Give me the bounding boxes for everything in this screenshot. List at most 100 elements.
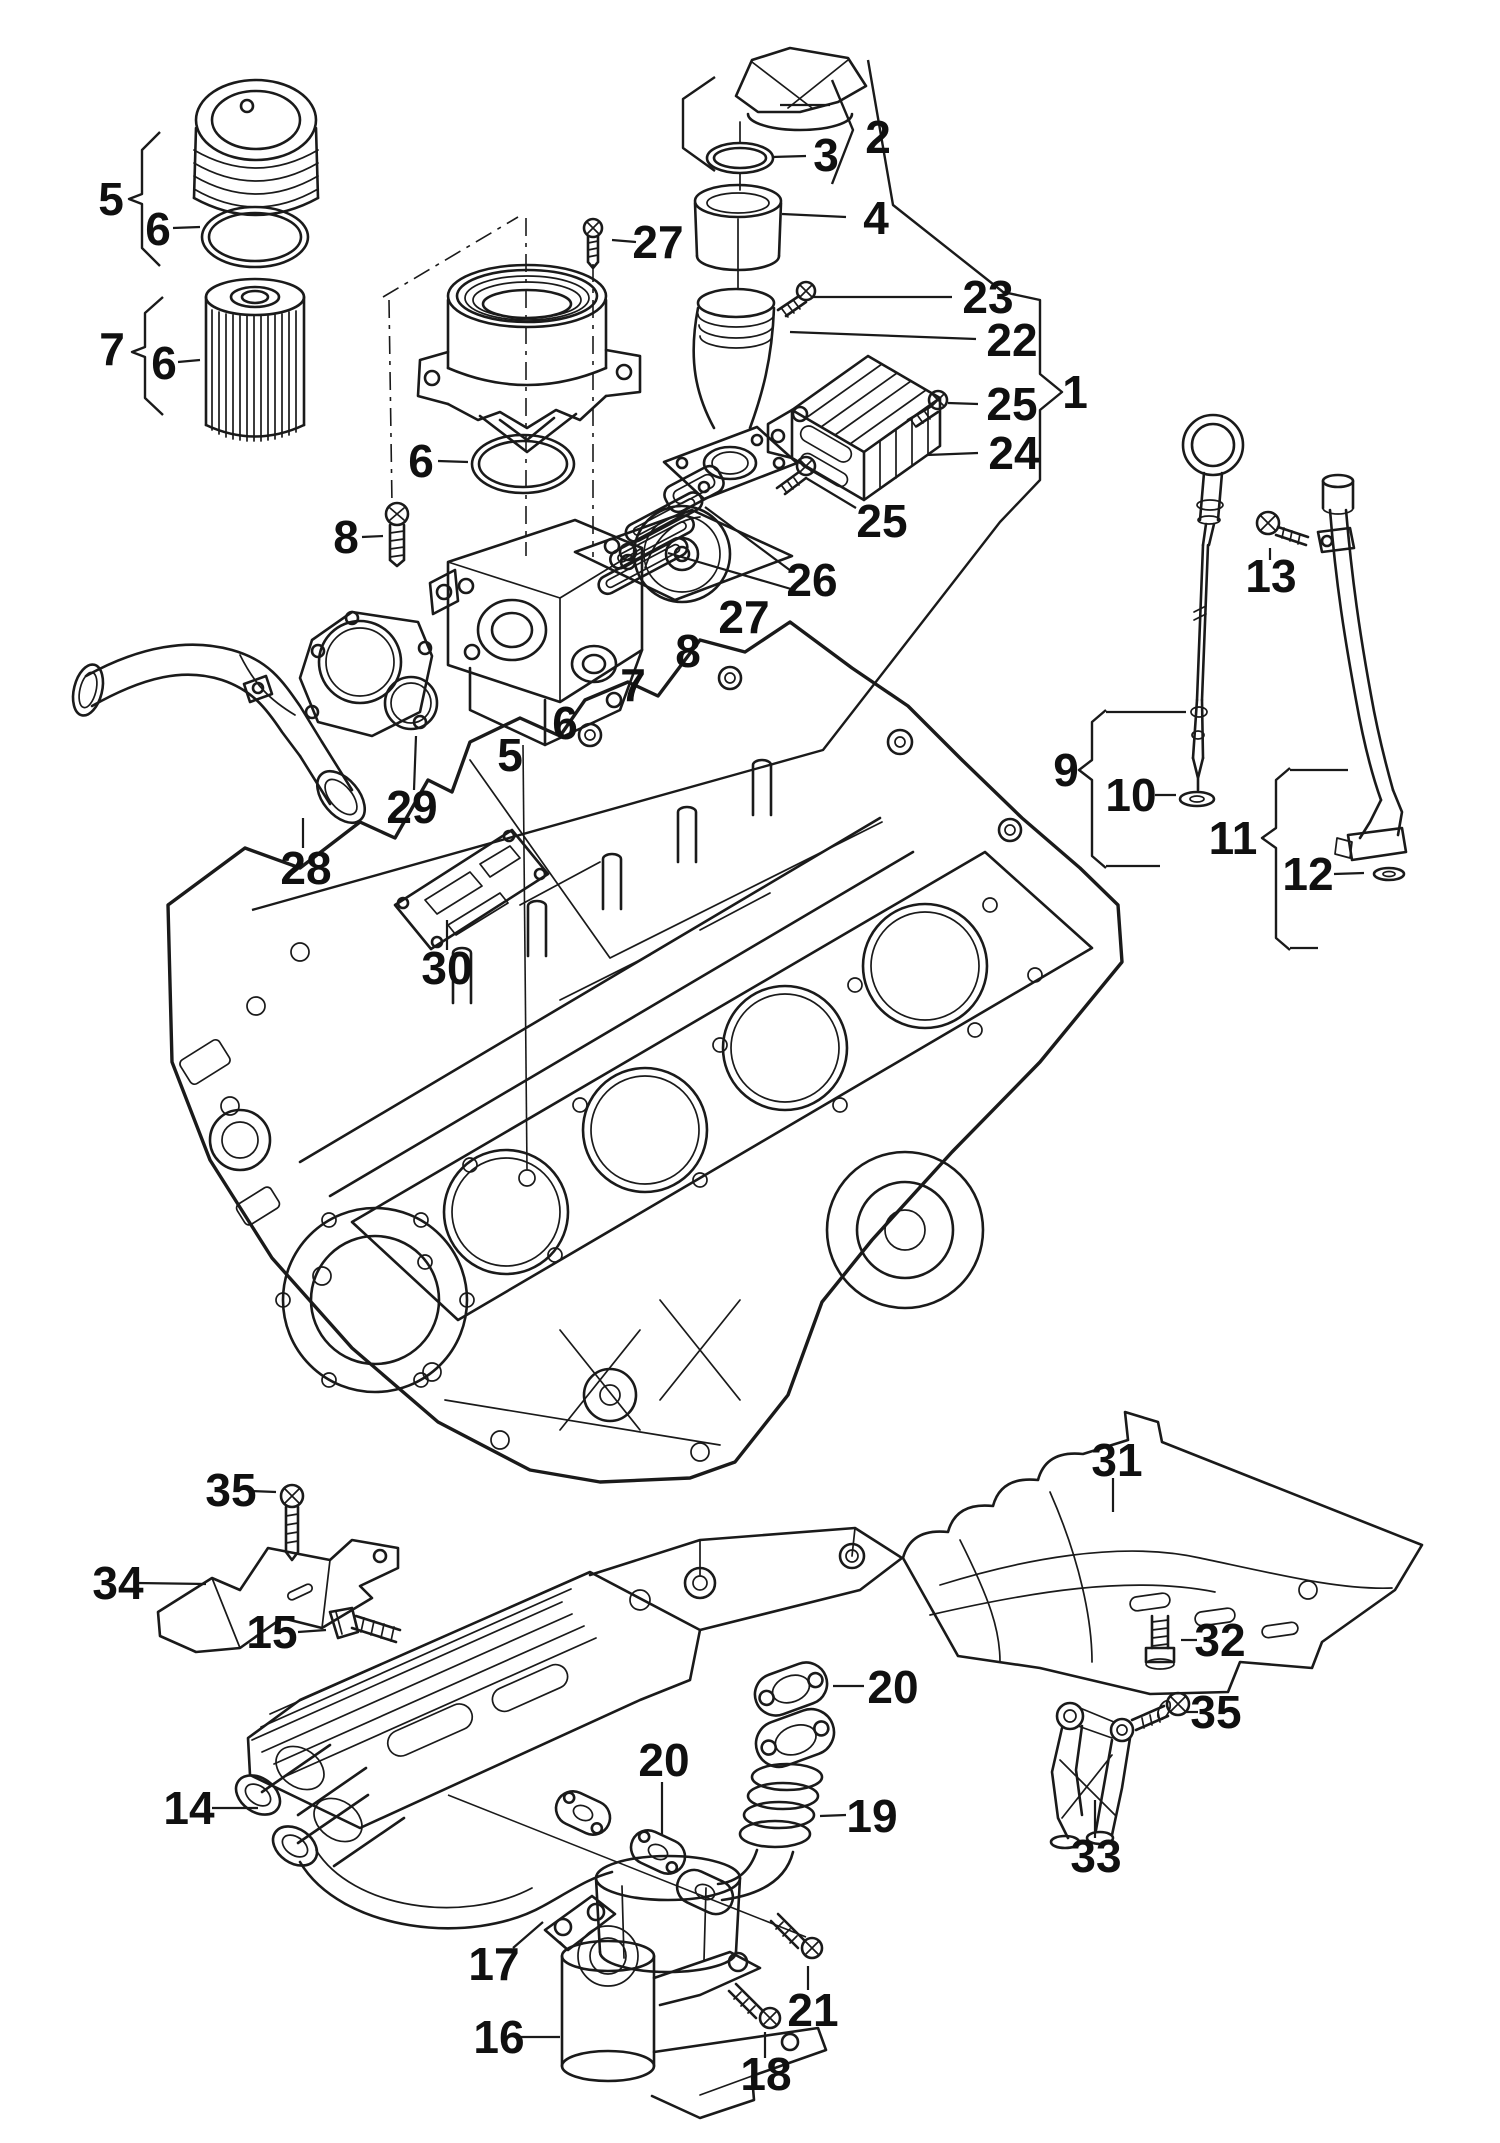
part-number-label-35: 35 <box>205 1464 256 1516</box>
part-number-label-32: 32 <box>1194 1614 1245 1666</box>
part-number-label-20: 20 <box>638 1734 689 1786</box>
engine-block <box>166 620 1124 1484</box>
part-number-label-2: 2 <box>865 111 891 163</box>
part-number-label-35: 35 <box>1190 1686 1241 1738</box>
part-number-label-29: 29 <box>386 781 437 833</box>
leader-line <box>926 451 979 457</box>
part-number-label-11: 11 <box>1209 812 1258 864</box>
part-number-label-7: 7 <box>620 659 646 711</box>
gasket-30 <box>393 828 550 951</box>
tube-clamp <box>1316 526 1356 554</box>
bolt-27 <box>582 217 604 270</box>
plate-17 <box>543 1894 617 1952</box>
construction-line <box>382 216 519 298</box>
bolt-32 <box>1144 1614 1176 1670</box>
tube-seal-12 <box>1372 866 1406 882</box>
part-number-label-10: 10 <box>1105 769 1156 821</box>
bolt-25-upper <box>906 389 949 428</box>
leader-line <box>297 1628 327 1634</box>
oil-cooler-14 <box>234 1526 904 1974</box>
part-number-label-27: 27 <box>632 216 683 268</box>
leader-line <box>611 238 637 244</box>
part-number-label-18: 18 <box>740 2048 791 2100</box>
leader-line <box>789 330 977 341</box>
block-bolt-bosses <box>220 942 710 1462</box>
leader-line <box>704 506 792 572</box>
bolt-18 <box>727 1982 782 2030</box>
part-number-label-33: 33 <box>1070 1830 1121 1882</box>
coolant-elbow-28 <box>71 643 367 825</box>
deck-holes <box>417 897 1043 1270</box>
filler-neck-22 <box>662 287 799 501</box>
bracket-gasket-29 <box>298 610 439 738</box>
filler-cap-seal <box>705 121 775 191</box>
leader-line <box>177 358 201 364</box>
bracket-33 <box>1049 1701 1135 1850</box>
retainer-16 <box>560 1925 828 2120</box>
gasket-set-26 <box>597 464 725 596</box>
timing-cover-face <box>275 1206 475 1394</box>
part-number-label-4: 4 <box>863 192 889 244</box>
part-number-label-8: 8 <box>675 625 701 677</box>
heat-shield-34 <box>156 1538 400 1654</box>
part-number-label-34: 34 <box>92 1557 144 1609</box>
group-1-outline <box>251 59 1064 912</box>
filler-funnel <box>693 183 783 289</box>
cam-towers <box>577 665 1023 843</box>
brace-11 <box>1260 767 1291 951</box>
leader-line <box>947 401 979 406</box>
part-number-label-7: 7 <box>99 323 125 375</box>
crank-bore <box>825 1150 985 1310</box>
baffle-31 <box>901 1410 1424 1696</box>
part-number-label-6: 6 <box>408 435 434 487</box>
leader-line <box>1333 871 1365 876</box>
gasket-20-lower <box>554 1790 612 1836</box>
bolt-13 <box>1255 510 1310 547</box>
bolt-25-lower <box>775 455 817 496</box>
part-number-label-8: 8 <box>333 511 359 563</box>
part-number-label-1: 1 <box>1062 366 1088 418</box>
filter-cap-oring <box>200 205 310 269</box>
part-number-label-30: 30 <box>421 942 472 994</box>
construction-line <box>447 1794 807 1938</box>
brace-2-left <box>681 76 716 172</box>
brace-7 <box>130 296 164 416</box>
leader-line <box>361 534 384 539</box>
filter-housing-cover <box>416 263 642 454</box>
part-number-label-24: 24 <box>988 427 1040 479</box>
gasket-20-middle <box>629 1829 687 1875</box>
leader-line <box>172 225 201 230</box>
bolt-35-left <box>279 1483 305 1562</box>
leader-line <box>771 154 807 159</box>
bolt-21 <box>769 1912 824 1960</box>
part-number-label-15: 15 <box>246 1606 297 1658</box>
gasket-20-upper <box>753 1661 829 1717</box>
part-number-label-25: 25 <box>856 495 907 547</box>
leader-line <box>136 1581 207 1586</box>
oil-filter-cap <box>192 78 320 217</box>
bolt-15 <box>328 1606 402 1644</box>
construction-line <box>522 744 528 1171</box>
leader-line <box>667 551 792 591</box>
leader-line <box>819 1813 847 1818</box>
oil-cooler-24 <box>766 354 942 502</box>
leader-line <box>512 1921 544 1949</box>
dipstick-seal-10 <box>1178 790 1216 808</box>
part-number-label-5: 5 <box>98 173 124 225</box>
part-number-label-26: 26 <box>786 554 837 606</box>
brace-2-point <box>830 79 855 185</box>
leader-line <box>805 477 857 509</box>
leader-line <box>249 1489 277 1494</box>
part-number-label-21: 21 <box>787 1984 838 2036</box>
oil-filter-bracket <box>428 504 794 747</box>
part-number-label-19: 19 <box>846 1790 897 1842</box>
leader-line <box>412 735 418 791</box>
part-number-label-3: 3 <box>813 129 839 181</box>
part-number-label-6: 6 <box>151 337 177 389</box>
housing-oring <box>470 433 576 495</box>
bolt-23 <box>776 280 817 318</box>
part-number-label-9: 9 <box>1053 744 1079 796</box>
part-number-label-27: 27 <box>718 591 769 643</box>
part-number-label-23: 23 <box>962 271 1013 323</box>
